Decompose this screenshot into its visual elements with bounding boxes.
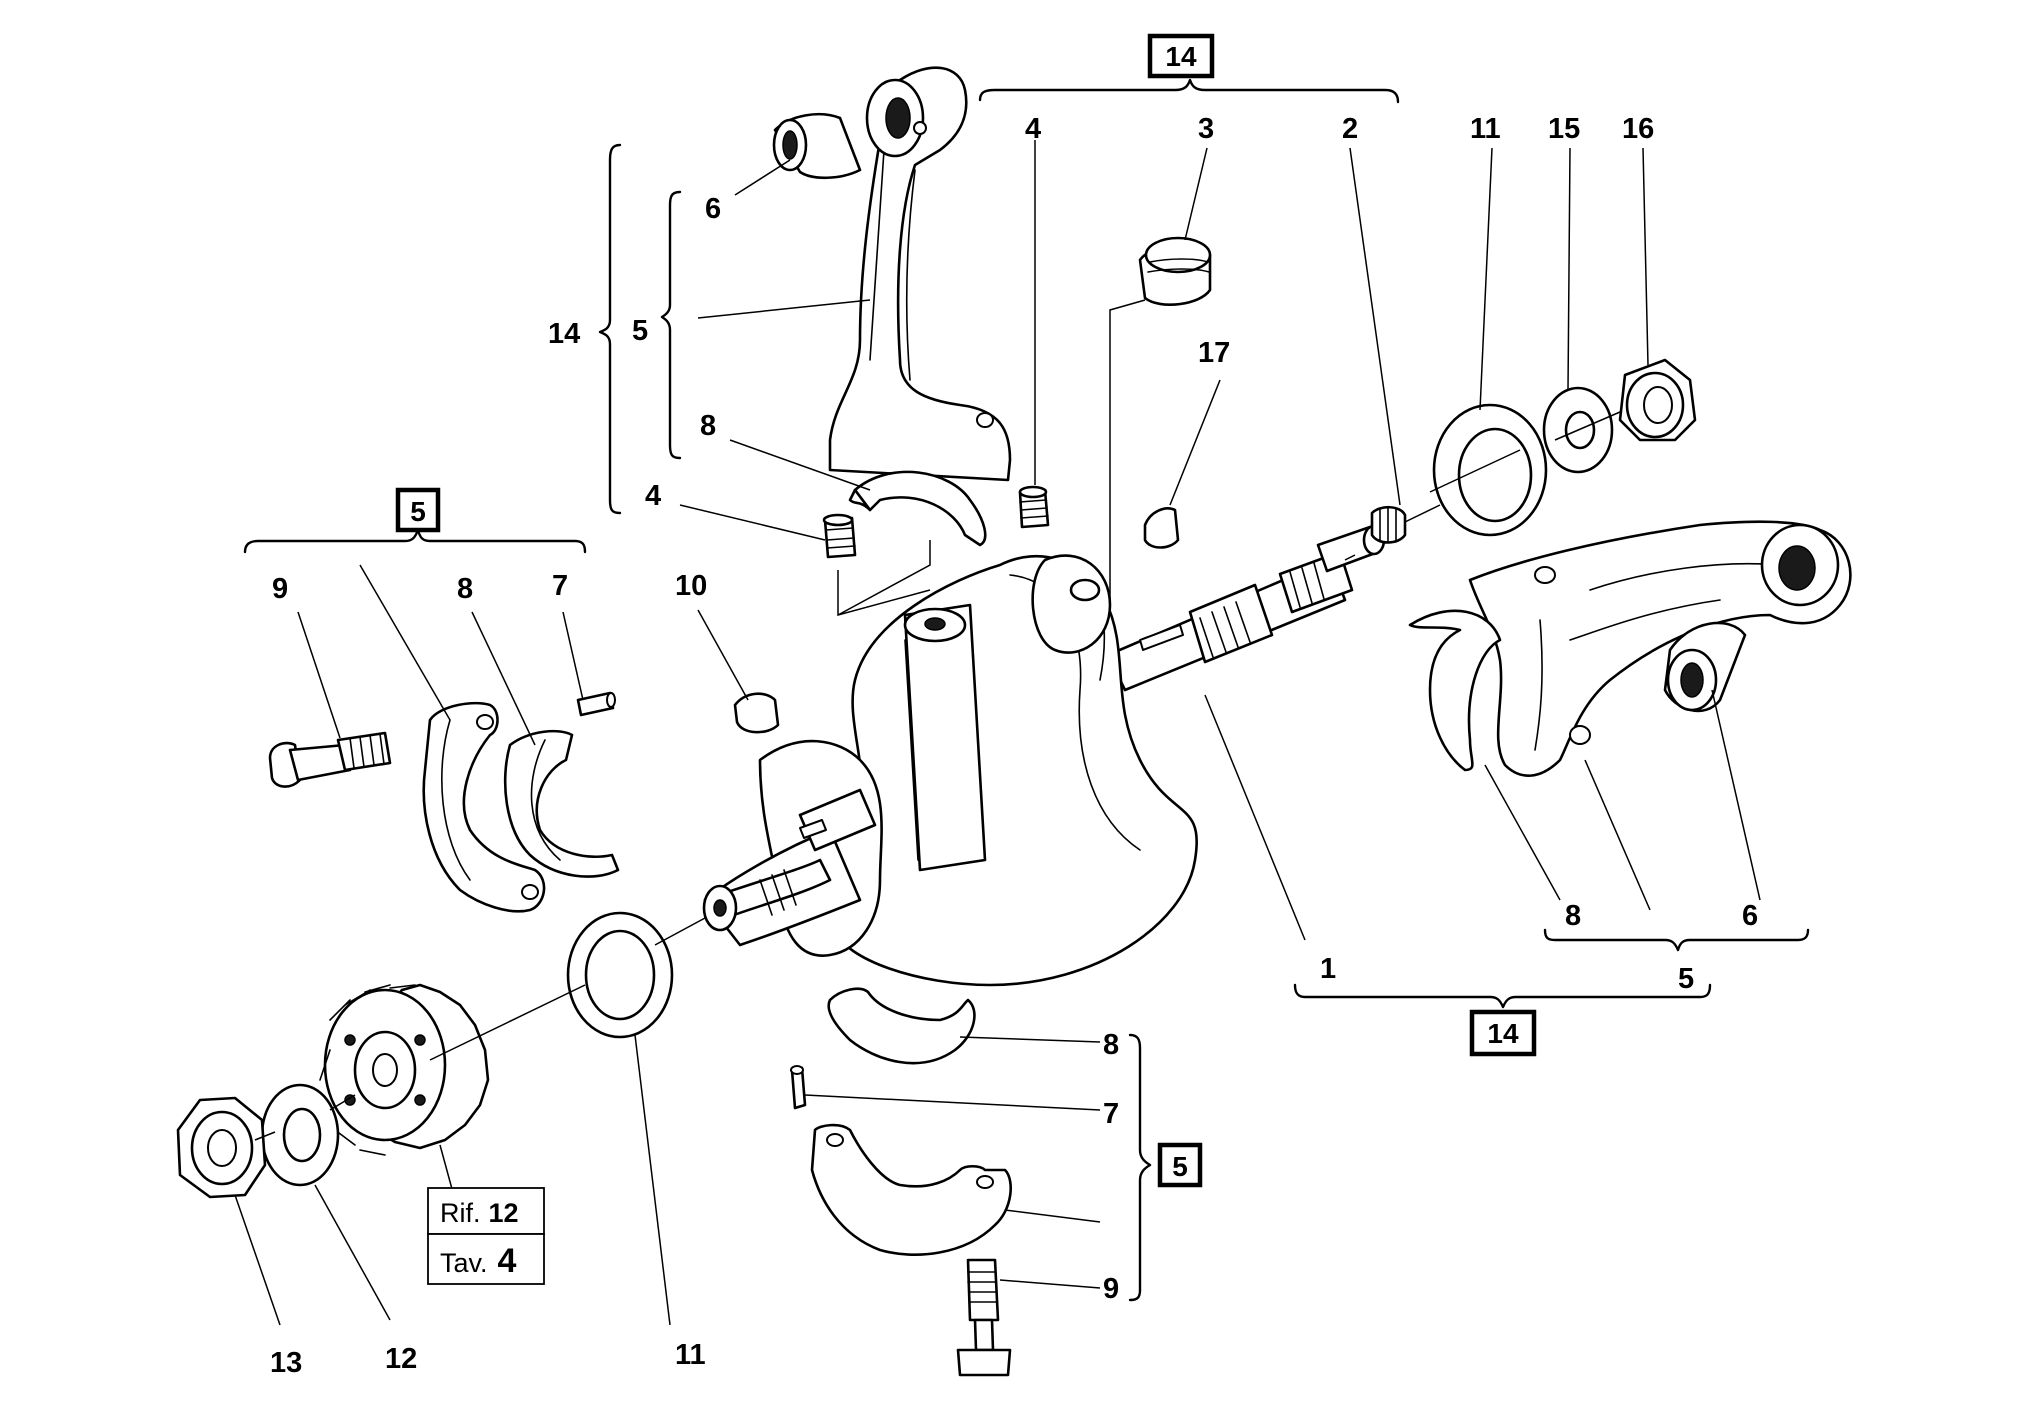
callout-16: 16 [1622,113,1654,145]
rif-label: Rif. [440,1198,481,1228]
callout-10: 10 [675,570,707,602]
callout-12: 12 [385,1343,417,1375]
boxed-kit-5-bottom: 5 [1157,1142,1203,1188]
callout-8-right: 8 [1565,900,1581,932]
bearing-shell-bottom [827,987,976,1065]
bearing-shell-upper-rod [848,470,987,547]
callouts: 4 3 2 11 15 16 17 6 5 14 8 4 9 8 7 10 8 … [270,113,1758,1379]
callout-2: 2 [1342,113,1358,145]
connecting-rod-right [1468,520,1852,777]
callout-11-top: 11 [1470,113,1501,145]
small-end-bushing-right [1663,621,1747,713]
dowel-pin-left [576,691,616,717]
timing-gear [319,983,490,1156]
assembly-lines [254,299,1621,1141]
callout-7-bottom: 7 [1103,1098,1119,1130]
rod-bolt-left [268,731,392,788]
kit-14-top-label: 14 [1165,41,1197,72]
callout-3: 3 [1198,113,1214,145]
nut-13 [176,1096,267,1199]
callout-8-top: 8 [700,410,716,442]
boxed-kit-5-left: 5 [395,487,441,533]
callout-13: 13 [270,1347,302,1379]
callout-9-left: 9 [272,573,288,605]
dowel-pin-bottom [790,1065,807,1110]
callout-8-left: 8 [457,573,473,605]
boxed-kit-14-top: 14 [1147,33,1215,79]
rod-bearing-cap-left [422,701,546,913]
callout-1: 1 [1320,953,1336,985]
bearing-shell-right [1408,609,1502,772]
grub-screw-4-lower [822,513,857,559]
tav-label: Tav. [440,1248,488,1278]
grub-screw-2 [1370,505,1407,544]
callout-11-bottom: 11 [675,1339,706,1371]
boxed-kit-14-bottom: 14 [1469,1009,1537,1057]
connecting-rod-upper [772,66,1012,482]
reference-box: Rif. 12 Tav. 4 [427,1187,545,1285]
thrust-washer-left [566,911,674,1039]
callout-17: 17 [1198,337,1230,369]
rif-value: 12 [489,1198,519,1228]
thrust-washer-right [1432,403,1548,537]
crankshaft [702,524,1386,987]
kit-14-bottom-label: 14 [1487,1018,1519,1049]
kit-5-left-label: 5 [410,496,426,527]
callout-6-right: 6 [1742,900,1758,932]
callout-7-left: 7 [552,570,568,602]
callout-6-top: 6 [705,193,721,225]
washer-12 [260,1083,340,1187]
callout-15: 15 [1548,113,1580,145]
grub-screw-4-upper [1018,485,1050,529]
svg-text:Tav.4: Tav. 4 [440,1242,517,1280]
callout-8-bottom: 8 [1103,1029,1119,1061]
rod-bolt-bottom [956,1258,1012,1377]
woodruff-key-17 [1143,507,1180,549]
plug-3 [1138,236,1212,306]
callout-4-mid: 4 [645,480,661,512]
kit-5-bottom-label: 5 [1172,1151,1188,1182]
woodruff-key-10 [733,692,780,734]
tav-value: 4 [498,1242,517,1280]
callout-14-left: 14 [548,318,580,350]
callout-5-right: 5 [1678,963,1694,995]
callout-4-top: 4 [1025,113,1041,145]
rod-bearing-cap-bottom [810,1123,1012,1256]
bearing-shell-left [503,729,620,878]
callout-9-bottom: 9 [1103,1273,1119,1305]
nut-16 [1618,358,1697,442]
braces [243,78,1810,1302]
callout-5-left: 5 [632,315,648,347]
leader-lines [234,140,1761,1326]
svg-text:Rif.12: Rif. 12 [440,1198,519,1228]
